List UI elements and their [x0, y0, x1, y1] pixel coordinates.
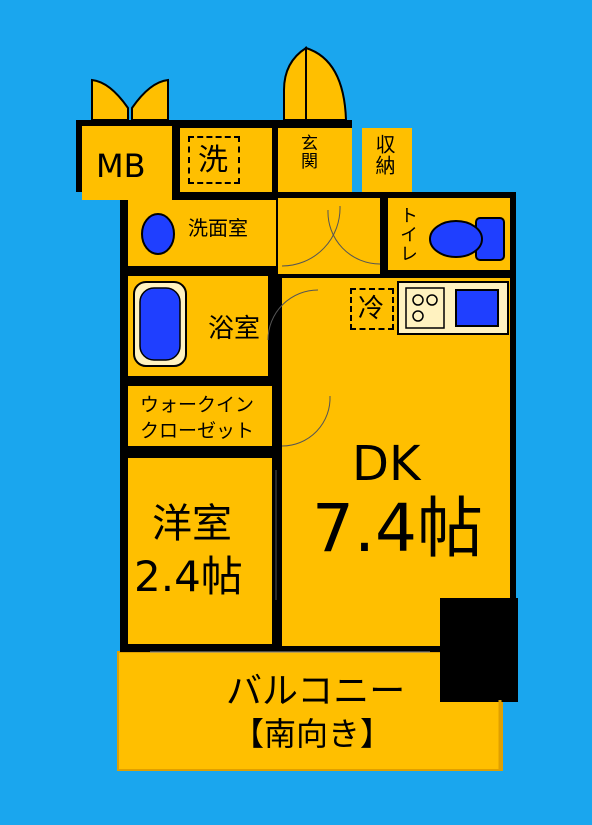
dk-name: DK — [352, 436, 421, 492]
bathroom-label: 浴室 — [208, 314, 261, 344]
entrance-label: 玄関 — [297, 134, 317, 170]
balcony-direction: 【南向き】 — [232, 715, 393, 753]
fridge-label: 冷 — [350, 288, 394, 330]
storage-floor — [362, 128, 412, 192]
door-arcs — [150, 205, 430, 653]
balcony-floor — [117, 651, 503, 771]
toilet-icon — [429, 217, 505, 261]
toilet-label: トイレ — [397, 206, 418, 263]
bathtub-basin — [139, 287, 181, 361]
walkin-floor — [128, 386, 272, 446]
balcony-name: バルコニー — [226, 671, 406, 712]
dk-size: 7.4帖 — [312, 490, 483, 567]
washroom-label: 洗面室 — [188, 216, 248, 240]
sink-icon — [141, 213, 175, 255]
mb-door — [91, 78, 169, 121]
laundry-label: 洗 — [188, 136, 240, 184]
stove-icon — [405, 287, 445, 329]
kitchen-sink-icon — [455, 289, 499, 327]
walkin-label-2: クローゼット — [140, 420, 255, 442]
walkin-label-1: ウォークイン — [140, 394, 255, 416]
western-room-name: 洋室 — [152, 501, 232, 547]
dk-floor — [282, 278, 510, 646]
mb-space — [82, 126, 172, 200]
entrance-door — [283, 46, 348, 121]
hall-floor — [278, 198, 380, 274]
pillar — [440, 598, 518, 702]
western-room-size: 2.4帖 — [134, 552, 243, 601]
storage-label: 収納 — [372, 134, 396, 176]
entrance-floor — [278, 128, 352, 192]
laundry-floor — [180, 128, 272, 192]
mb-label: MB — [96, 147, 146, 185]
western-room-floor — [128, 458, 272, 644]
